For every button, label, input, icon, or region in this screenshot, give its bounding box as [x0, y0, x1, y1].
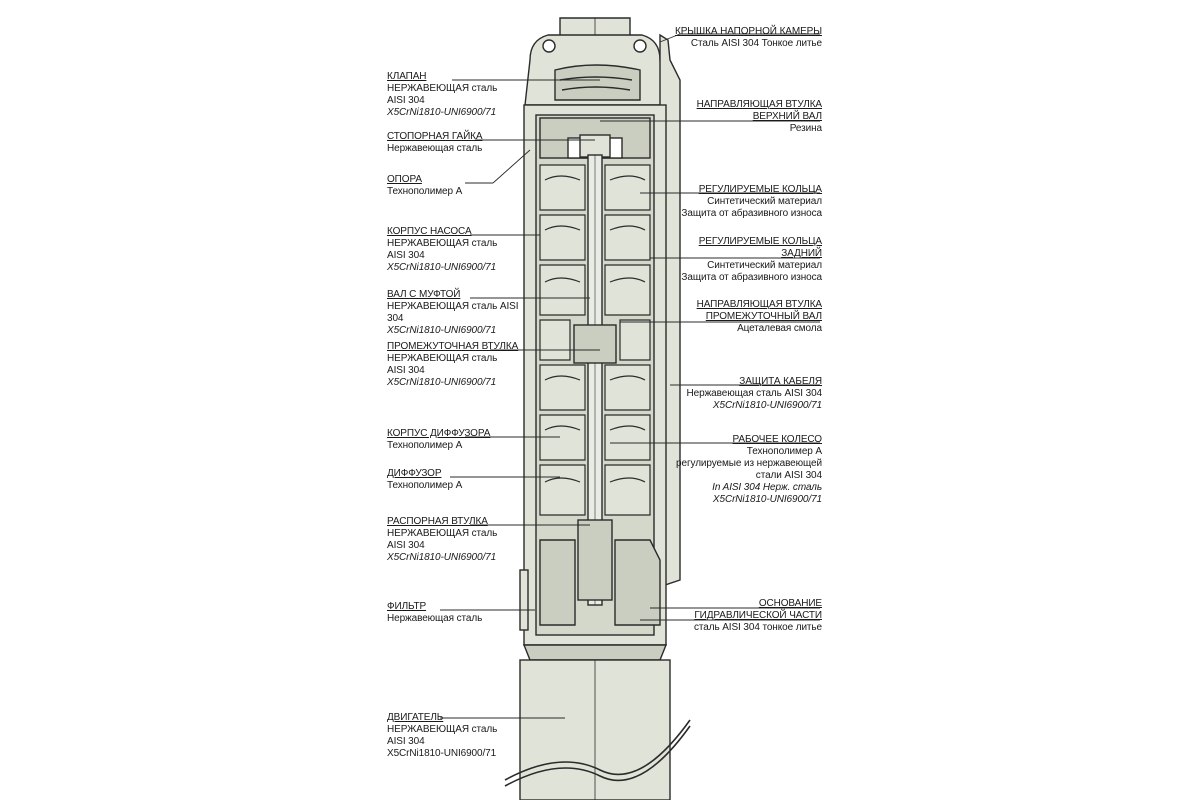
label-korpus-diffuzora: КОРПУС ДИФФУЗОРА Технополимер А	[387, 428, 491, 451]
label-raspornaya-vtulka: РАСПОРНАЯ ВТУЛКА НЕРЖАВЕЮЩАЯ сталь AISI …	[387, 516, 498, 563]
label-kryshka: КРЫШКА НАПОРНОЙ КАМЕРЫ Сталь AISI 304 То…	[675, 26, 822, 49]
hydraulic-base	[539, 539, 661, 626]
label-rabochee-koleso: РАБОЧЕЕ КОЛЕСО Технополимер А регулируем…	[676, 434, 822, 505]
label-promezhutochnaya-vtulka: ПРОМЕЖУТОЧНАЯ ВТУЛКА НЕРЖАВЕЮЩАЯ сталь A…	[387, 341, 519, 388]
label-opora: ОПОРА Технополимер А	[387, 174, 463, 197]
label-osnovanie: ОСНОВАНИЕ ГИДРАВЛИЧЕСКОЙ ЧАСТИ сталь AIS…	[693, 598, 822, 633]
label-diffuzor: ДИФФУЗОР Технополимер А	[387, 468, 463, 491]
label-korpus-nasosa: КОРПУС НАСОСА НЕРЖАВЕЮЩАЯ сталь AISI 304…	[387, 226, 498, 273]
label-reg-koltsa: РЕГУЛИРУЕМЫЕ КОЛЬЦА Синтетический матери…	[681, 184, 822, 219]
label-reg-koltsa-zadniy: РЕГУЛИРУЕМЫЕ КОЛЬЦА ЗАДНИЙ Синтетический…	[681, 236, 822, 283]
label-filtr: ФИЛЬТР Нержавеющая сталь	[387, 601, 483, 624]
label-title: КЛАПАН	[387, 71, 427, 82]
label-dvigatel: ДВИГАТЕЛЬ НЕРЖАВЕЮЩАЯ сталь AISI 304 X5C…	[387, 712, 498, 759]
leader-lines-right	[600, 33, 820, 621]
label-zashchita-kabelya: ЗАЩИТА КАБЕЛЯ Нержавеющая сталь AISI 304…	[686, 376, 823, 411]
leader-lines-left	[440, 79, 600, 719]
label-napr-vtulka-verh: НАПРАВЛЯЮЩАЯ ВТУЛКА ВЕРХНИЙ ВАЛ Резина	[696, 99, 823, 134]
break-line	[504, 719, 691, 781]
label-val-s-muftoy: ВАЛ С МУФТОЙ НЕРЖАВЕЮЩАЯ сталь AISI 304 …	[387, 289, 519, 336]
label-stopornaya-gaika: СТОПОРНАЯ ГАЙКА Нержавеющая сталь	[387, 131, 483, 154]
label-klapan: КЛАПАН НЕРЖАВЕЮЩАЯ сталь AISI 304 X5CrNi…	[387, 71, 522, 119]
label-napr-vtulka-prom: НАПРАВЛЯЮЩАЯ ВТУЛКА ПРОМЕЖУТОЧНЫЙ ВАЛ Ац…	[696, 299, 823, 334]
